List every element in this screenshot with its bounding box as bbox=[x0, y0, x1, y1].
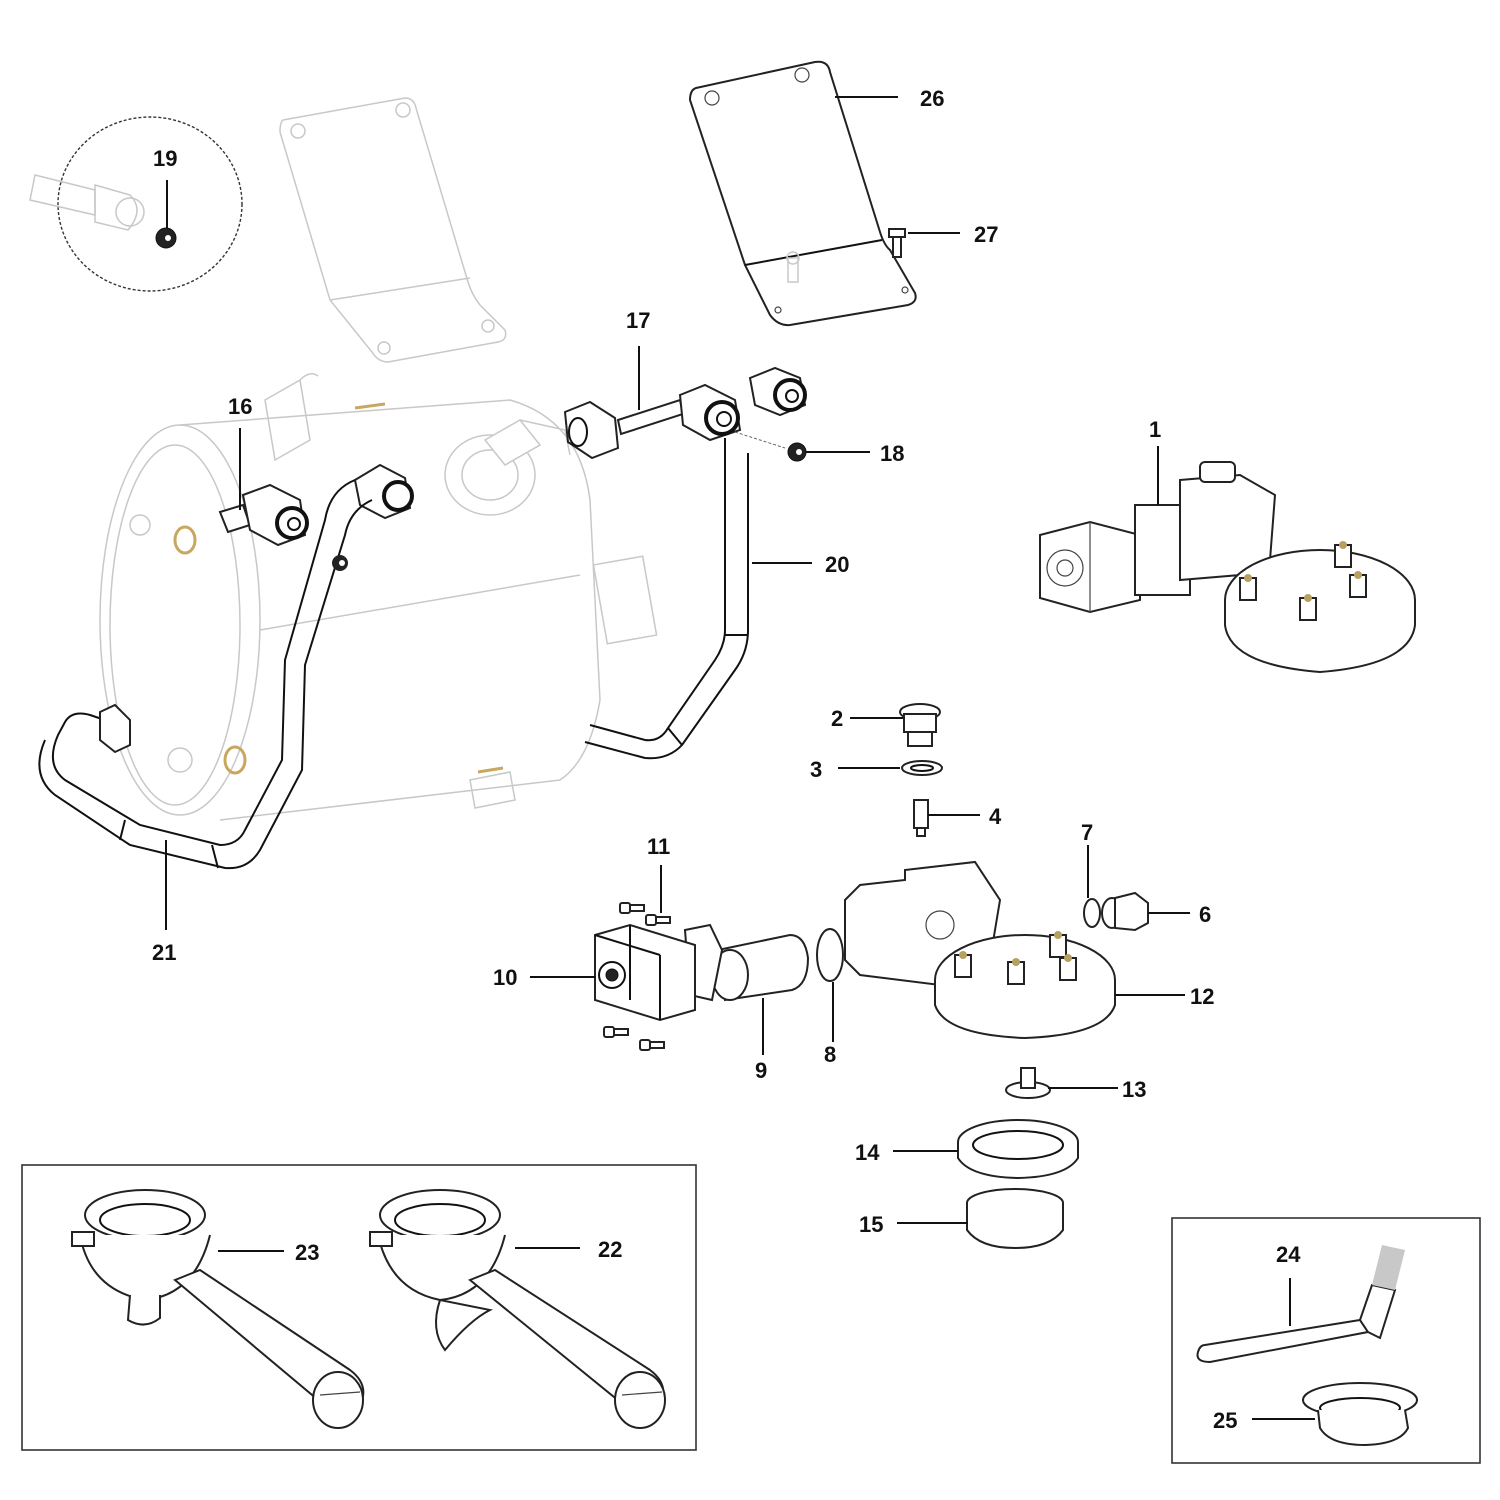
part-8-gasket bbox=[816, 928, 844, 982]
callout-10: 10 bbox=[493, 965, 517, 990]
part-16-elbow bbox=[218, 483, 309, 547]
callout-27: 27 bbox=[974, 222, 998, 247]
part-17-pipe-fitting bbox=[563, 366, 807, 460]
callout-24: 24 bbox=[1276, 1242, 1301, 1267]
callout-26: 26 bbox=[920, 86, 944, 111]
portafilter-inset-box bbox=[21, 1164, 697, 1451]
part-12-group-head bbox=[844, 860, 1116, 1040]
part-27-screw bbox=[888, 228, 906, 258]
part-7-oring bbox=[1083, 898, 1101, 928]
callout-2: 2 bbox=[831, 706, 843, 731]
part-2-plug bbox=[899, 703, 941, 747]
part-19-detail bbox=[29, 116, 243, 292]
callout-22: 22 bbox=[598, 1237, 622, 1262]
callout-labels: 1 2 3 4 6 7 8 9 10 11 12 13 14 15 16 17 … bbox=[152, 86, 1301, 1433]
callout-21: 21 bbox=[152, 940, 176, 965]
part-14-gasket-ring bbox=[957, 1119, 1079, 1180]
callout-3: 3 bbox=[810, 757, 822, 782]
callout-25: 25 bbox=[1213, 1408, 1237, 1433]
part-22-portafilter-double bbox=[369, 1189, 666, 1429]
tool-inset-box bbox=[1171, 1217, 1481, 1464]
part-15-shower-screen bbox=[966, 1188, 1064, 1250]
leader-lines bbox=[165, 96, 1315, 1420]
part-3-washer bbox=[901, 760, 943, 776]
part-26-bracket bbox=[688, 60, 917, 327]
ghost-bracket bbox=[279, 97, 507, 363]
callout-20: 20 bbox=[825, 552, 849, 577]
part-11-screws bbox=[603, 902, 671, 1051]
part-21-pipe bbox=[38, 463, 414, 870]
callout-16: 16 bbox=[228, 394, 252, 419]
callout-9: 9 bbox=[755, 1058, 767, 1083]
callout-14: 14 bbox=[855, 1140, 880, 1165]
callout-13: 13 bbox=[1122, 1077, 1146, 1102]
part-13-shower-screw bbox=[1005, 1067, 1051, 1099]
callout-12: 12 bbox=[1190, 984, 1214, 1009]
callout-8: 8 bbox=[824, 1042, 836, 1067]
callout-4: 4 bbox=[989, 804, 1002, 829]
callout-17: 17 bbox=[626, 308, 650, 333]
part-6-plug bbox=[1101, 891, 1149, 932]
callout-23: 23 bbox=[295, 1240, 319, 1265]
part-24-brush-tool bbox=[1196, 1245, 1405, 1364]
callout-1: 1 bbox=[1149, 417, 1161, 442]
part-23-portafilter-single bbox=[71, 1189, 365, 1429]
callout-7: 7 bbox=[1081, 820, 1093, 845]
part-18-nut bbox=[787, 442, 807, 462]
part-20-pipe bbox=[584, 438, 749, 760]
part-4-jet bbox=[913, 799, 929, 837]
ghost-boiler bbox=[99, 373, 658, 821]
part-10-coil bbox=[594, 923, 696, 1022]
part-25-filter-basket bbox=[1302, 1382, 1418, 1447]
callout-15: 15 bbox=[859, 1212, 883, 1237]
callout-11: 11 bbox=[647, 834, 670, 859]
callout-18: 18 bbox=[880, 441, 904, 466]
part-9-valve-body bbox=[683, 923, 810, 1002]
callout-6: 6 bbox=[1199, 902, 1211, 927]
part-1-group-assembly bbox=[1039, 461, 1416, 674]
callout-19: 19 bbox=[153, 146, 177, 171]
